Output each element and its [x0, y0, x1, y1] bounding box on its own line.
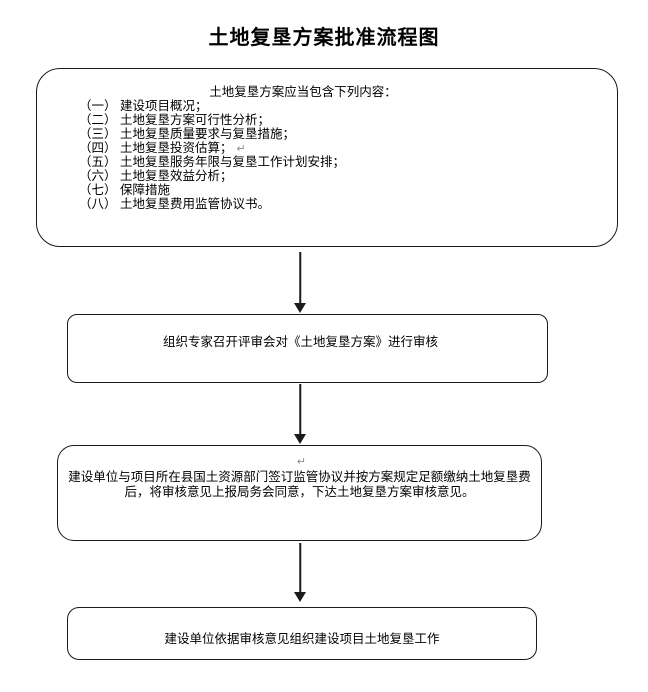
list-item: （四） 土地复垦投资估算；↵ — [79, 141, 617, 155]
list-item-text: （六） 土地复垦效益分析； — [79, 169, 233, 183]
arrow-head-icon — [294, 434, 306, 444]
plan-contents-heading: 土地复垦方案应当包含下列内容： — [209, 85, 397, 99]
arrow-shaft — [299, 543, 301, 593]
list-item: （八） 土地复垦费用监管协议书。 — [79, 197, 617, 211]
flow-arrow-down-3 — [294, 543, 306, 602]
expert-review-text: 组织专家召开评审会对《土地复垦方案》进行审核 — [162, 335, 438, 349]
list-item-text: （五） 土地复垦服务年限与复垦工作计划安排； — [79, 155, 345, 169]
paragraph-return-mark: ↵ — [296, 456, 307, 468]
list-item: （三） 土地复垦质量要求与复垦措施； — [79, 127, 617, 141]
page-title: 土地复垦方案批准流程图 — [208, 27, 440, 49]
agreement-text-line2: 后，将审核意见上报局务会同意，下达土地复垦方案审核意见。 — [124, 484, 475, 499]
arrow-head-icon — [294, 592, 306, 602]
list-item: （五） 土地复垦服务年限与复垦工作计划安排； — [79, 155, 617, 169]
list-item: （七） 保障措施 — [79, 183, 617, 197]
list-item-text: （七） 保障措施 — [79, 183, 170, 197]
flow-box-supervision-agreement: ↵ 建设单位与项目所在县国土资源部门签订监管协议并按方案规定足额缴纳土地复垦费 … — [57, 445, 542, 541]
list-item-text: （一） 建设项目概况； — [79, 99, 208, 113]
list-item-text: （八） 土地复垦费用监管协议书。 — [79, 197, 270, 211]
list-item: （一） 建设项目概况； — [79, 99, 617, 113]
agreement-text-line1: 建设单位与项目所在县国土资源部门签订监管协议并按方案规定足额缴纳土地复垦费 — [68, 470, 531, 484]
arrow-shaft — [299, 252, 301, 304]
list-item-text: （二） 土地复垦方案可行性分析； — [79, 113, 270, 127]
implementation-text: 建设单位依据审核意见组织建设项目土地复垦工作 — [164, 632, 440, 646]
paragraph-return-mark: ↵ — [236, 143, 246, 155]
flow-box-plan-contents: 土地复垦方案应当包含下列内容： （一） 建设项目概况； （二） 土地复垦方案可行… — [36, 68, 618, 247]
flow-arrow-down-2 — [294, 384, 306, 444]
list-item: （二） 土地复垦方案可行性分析； — [79, 113, 617, 127]
paragraph-return-line: ↵ — [58, 454, 541, 470]
arrow-shaft — [299, 384, 301, 435]
arrow-head-icon — [294, 303, 306, 313]
list-item: （六） 土地复垦效益分析； — [79, 169, 617, 183]
flow-box-expert-review: 组织专家召开评审会对《土地复垦方案》进行审核 — [67, 314, 548, 383]
flow-arrow-down-1 — [294, 252, 306, 313]
plan-contents-list: （一） 建设项目概况； （二） 土地复垦方案可行性分析； （三） 土地复垦质量要… — [37, 99, 617, 211]
flow-box-implementation: 建设单位依据审核意见组织建设项目土地复垦工作 — [67, 607, 537, 660]
list-item-text: （四） 土地复垦投资估算； — [79, 141, 233, 155]
list-item-text: （三） 土地复垦质量要求与复垦措施； — [79, 127, 295, 141]
